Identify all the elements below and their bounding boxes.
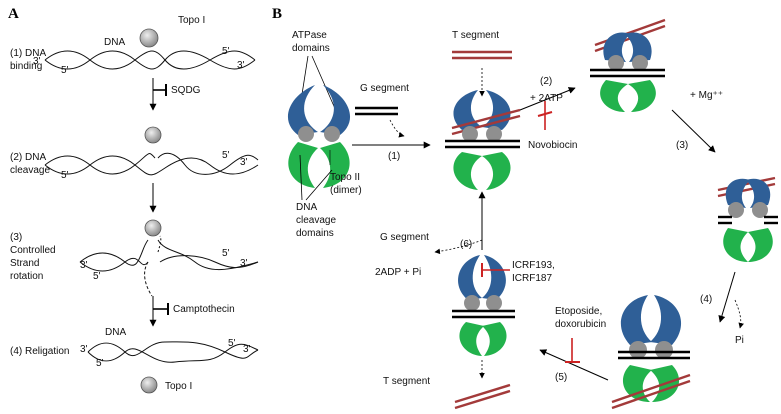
dna-duplex-step3: [79, 235, 259, 297]
step-3-label-line2: Controlled: [10, 245, 56, 256]
end-5-s2-right: 5': [222, 150, 230, 161]
topo-ii-state-3: [590, 18, 666, 112]
panel-a-label: A: [8, 6, 19, 22]
t-segment-bottom-label: T segment: [383, 376, 430, 387]
t-segment-released: [454, 383, 511, 410]
step-b6: (6): [460, 239, 472, 250]
inhibitor-camptothecin: Camptothecin: [173, 304, 235, 315]
arrow-b2: [519, 87, 576, 111]
topo-i-top-label: Topo I: [178, 15, 205, 26]
topo-ii-state-4: [717, 176, 778, 262]
pi-label: Pi: [735, 335, 744, 346]
panel-b-label: B: [272, 6, 282, 22]
step-1-label-line1: (1) DNA: [10, 48, 46, 59]
novobiocin-label: Novobiocin: [528, 140, 577, 151]
end-3-s4-left: 3': [80, 344, 88, 355]
end-3-s4-right: 3': [243, 344, 251, 355]
topo-ii-state-2: [445, 90, 521, 190]
pi-dotted-arrow: [734, 299, 744, 329]
arrow-b3: [671, 109, 716, 153]
topo-ii-state-6: [452, 255, 515, 356]
atpase-label-line2: domains: [292, 43, 330, 54]
topo-ii-dimer-initial: [287, 85, 351, 188]
atpase-label-line1: ATPase: [292, 30, 327, 41]
end-5-s1-left: 5': [61, 65, 69, 76]
topo2-label-line2: (dimer): [330, 185, 362, 196]
end-5-s1-right: 5': [222, 46, 230, 57]
topo-i-sphere-3: [144, 219, 162, 237]
etoposide-label: Etoposide,: [555, 306, 602, 317]
step-b3: (3): [676, 140, 688, 151]
step-2-label-line2: cleavage: [10, 165, 50, 176]
dna-duplex-step2: [44, 152, 259, 176]
dna-duplex-step4: [87, 341, 259, 363]
doxorubicin-label: doxorubicin: [555, 319, 606, 330]
topo2-label-line1: Topo II: [330, 172, 360, 183]
topo-i-bottom-label: Topo I: [165, 381, 192, 392]
end-5-s2-left: 5': [61, 170, 69, 181]
step-b1: (1): [388, 151, 400, 162]
cleavage-label-line1: DNA: [296, 202, 317, 213]
step-1-label-line2: binding: [10, 61, 42, 72]
dna-label-step1: DNA: [104, 37, 125, 48]
end-5-s4-left: 5': [96, 358, 104, 369]
topo-i-sphere-2: [144, 126, 162, 144]
step-b4: (4): [700, 294, 712, 305]
cleavage-pointer-left: [299, 154, 303, 201]
icrf193-label: ICRF193,: [512, 260, 555, 271]
step-4-label: (4) Religation: [10, 346, 69, 357]
topo-i-sphere-1: [139, 28, 159, 48]
t-segment-top-label: T segment: [452, 30, 499, 41]
cleavage-pointer-right: [305, 169, 333, 201]
topo-ii-state-5: [611, 295, 691, 410]
arrow-b5: [539, 349, 609, 381]
step-b2: (2): [540, 76, 552, 87]
g-segment-top-label: G segment: [360, 83, 409, 94]
g-release-dotted-arrow: [434, 239, 483, 255]
end-3-s1-right: 3': [237, 60, 245, 71]
end-5-s3-left: 5': [93, 271, 101, 282]
arrow-b4: [718, 271, 736, 323]
end-5-s4-right: 5': [228, 338, 236, 349]
g-segment-top: [355, 106, 398, 116]
dna-label-step4: DNA: [105, 327, 126, 338]
inhibitor-sqdg: SQDG: [171, 85, 201, 96]
step-3-label-line4: rotation: [10, 271, 43, 282]
end-3-s3-right: 3': [240, 258, 248, 269]
end-3-s2-right: 3': [240, 157, 248, 168]
icrf187-label: ICRF187: [512, 273, 552, 284]
step-b5: (5): [555, 372, 567, 383]
g-dotted-arrow: [389, 119, 405, 138]
dna-duplex-step1: [44, 50, 256, 70]
step-3-label-line1: (3): [10, 232, 22, 243]
g-segment-left-label: G segment: [380, 232, 429, 243]
step-2-label-line1: (2) DNA: [10, 152, 46, 163]
cleavage-label-line2: cleavage: [296, 215, 336, 226]
plus-mg: + Mg⁺⁺: [690, 90, 723, 101]
novobiocin-inhibit-bar: [537, 111, 553, 117]
cleavage-label-line3: domains: [296, 228, 334, 239]
plus-2atp: + 2ATP: [530, 93, 563, 104]
end-3-s3-left: 3': [80, 260, 88, 271]
end-5-s3-right: 5': [222, 248, 230, 259]
step-3-label-line3: Strand: [10, 258, 39, 269]
topo-i-sphere-4: [140, 376, 158, 394]
t-segment-top: [452, 50, 512, 60]
end-3-s1-left: 3': [33, 56, 41, 67]
adp-pi-label: 2ADP + Pi: [375, 267, 421, 278]
